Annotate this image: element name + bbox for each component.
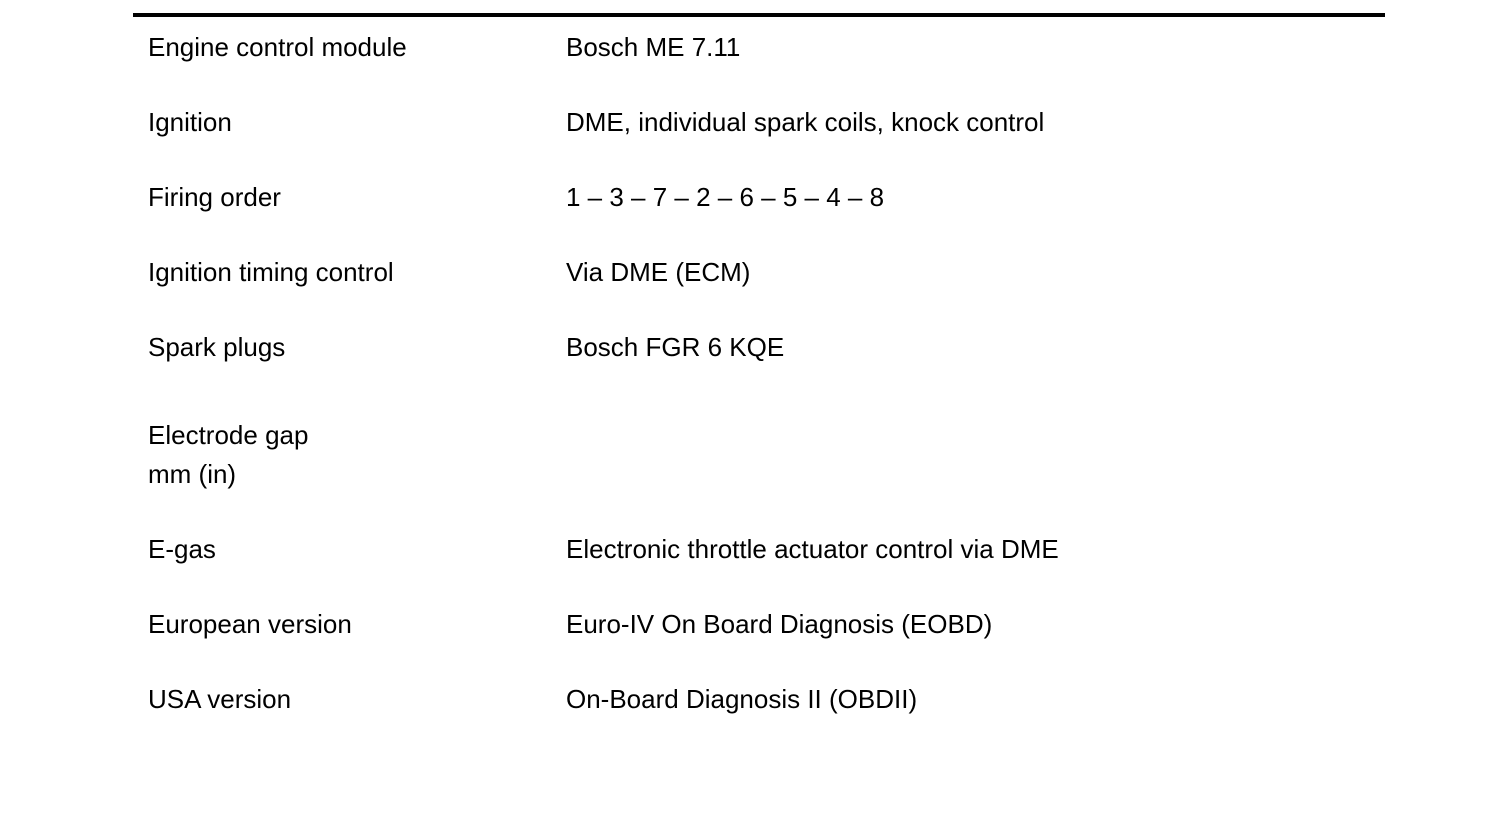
spec-label: Spark plugs (148, 332, 286, 362)
spec-row: European version Euro-IV On Board Diagno… (148, 605, 1448, 644)
spec-row: Spark plugs Bosch FGR 6 KQE (148, 328, 1448, 367)
spec-label: Ignition (148, 107, 232, 137)
spec-value: Via DME (ECM) (566, 257, 751, 287)
spec-value: 1 – 3 – 7 – 2 – 6 – 5 – 4 – 8 (566, 182, 885, 212)
spec-label: Electrode gap mm (in) (148, 420, 309, 489)
spec-label: Firing order (148, 182, 281, 212)
spec-value: Bosch ME 7.11 (566, 32, 741, 62)
engine-spec-table: Engine control module Bosch ME 7.11 Igni… (148, 28, 1448, 755)
spec-label: Ignition timing control (148, 257, 394, 287)
spec-label: European version (148, 609, 352, 639)
spec-row: E-gas Electronic throttle actuator contr… (148, 530, 1448, 569)
spec-value: Bosch FGR 6 KQE (566, 332, 785, 362)
spec-row: Engine control module Bosch ME 7.11 (148, 28, 1448, 67)
table-top-rule (133, 13, 1385, 17)
spec-label: E-gas (148, 534, 216, 564)
spec-value: DME, individual spark coils, knock contr… (566, 107, 1045, 137)
spec-value: Euro-IV On Board Diagnosis (EOBD) (566, 609, 993, 639)
spec-row: Ignition DME, individual spark coils, kn… (148, 103, 1448, 142)
spec-row: Electrode gap mm (in) (148, 416, 1448, 494)
spec-row: USA version On-Board Diagnosis II (OBDII… (148, 680, 1448, 719)
spec-label: USA version (148, 684, 292, 714)
spec-label: Engine control module (148, 32, 407, 62)
spec-value: Electronic throttle actuator control via… (566, 534, 1059, 564)
spec-value: On-Board Diagnosis II (OBDII) (566, 684, 918, 714)
spec-row: Firing order 1 – 3 – 7 – 2 – 6 – 5 – 4 –… (148, 178, 1448, 217)
spec-row: Ignition timing control Via DME (ECM) (148, 253, 1448, 292)
